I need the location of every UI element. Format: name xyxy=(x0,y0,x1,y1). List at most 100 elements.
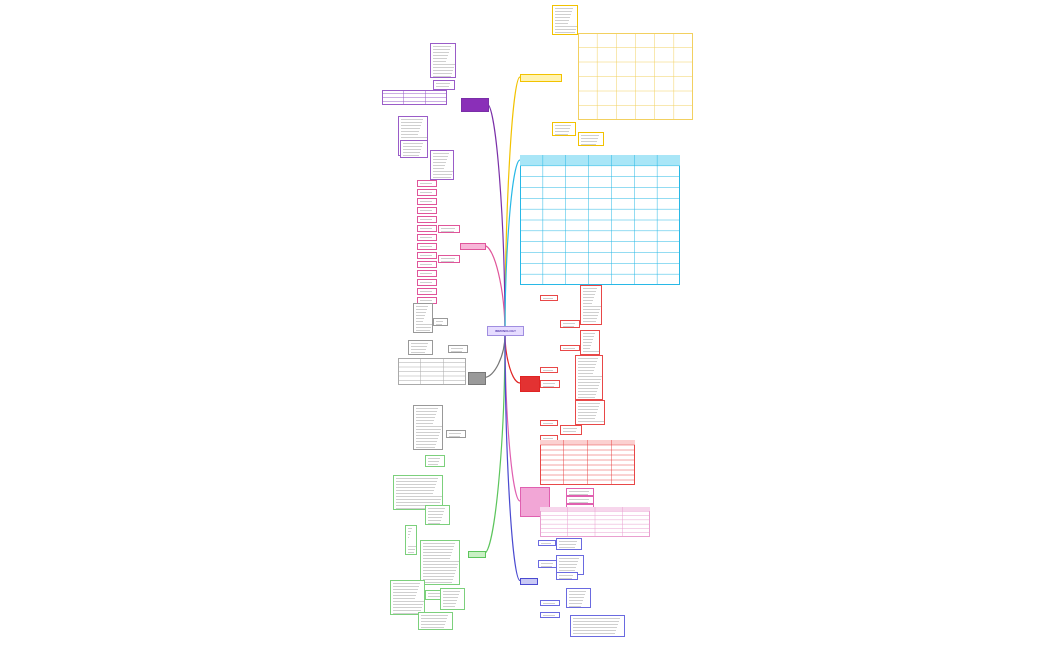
subtopic-box[interactable] xyxy=(417,207,437,214)
subtopic-box[interactable] xyxy=(540,420,558,426)
branch-node-pink[interactable] xyxy=(460,243,486,250)
subtopic-box[interactable] xyxy=(540,600,560,606)
subtopic-box[interactable] xyxy=(560,320,580,328)
subtopic-box[interactable] xyxy=(433,80,455,90)
subtopic-box[interactable] xyxy=(552,5,578,35)
subtopic-box[interactable] xyxy=(417,225,437,232)
branch-link-yellow xyxy=(504,76,521,335)
text-line xyxy=(433,73,452,74)
subtopic-box[interactable] xyxy=(408,340,433,355)
text-line xyxy=(573,621,619,622)
text-line xyxy=(573,624,618,625)
text-line xyxy=(428,520,441,521)
text-line xyxy=(403,146,422,147)
text-line xyxy=(401,125,421,126)
text-line xyxy=(578,370,594,371)
subtopic-box[interactable] xyxy=(430,43,456,78)
subtopic-box[interactable] xyxy=(413,405,443,450)
text-line xyxy=(433,61,446,62)
subtopic-box[interactable] xyxy=(448,345,468,353)
text-line xyxy=(420,201,432,202)
text-line xyxy=(416,309,427,310)
text-line xyxy=(555,128,570,129)
text-line xyxy=(443,597,458,598)
subtopic-box[interactable] xyxy=(417,216,437,223)
subtopic-box[interactable] xyxy=(400,140,428,158)
text-line xyxy=(421,615,448,616)
subtopic-box[interactable] xyxy=(417,279,437,286)
subtopic-box[interactable] xyxy=(560,345,580,351)
text-line xyxy=(569,597,584,598)
subtopic-box[interactable] xyxy=(438,225,460,233)
subtopic-box[interactable] xyxy=(540,612,560,618)
text-line xyxy=(441,228,455,229)
text-line xyxy=(578,409,598,410)
subtopic-box[interactable] xyxy=(413,303,433,333)
subtopic-box[interactable] xyxy=(433,318,448,326)
subtopic-box[interactable] xyxy=(393,475,443,510)
subtopic-box[interactable] xyxy=(575,355,603,400)
subtopic-box[interactable] xyxy=(560,425,582,435)
subtopic-box[interactable] xyxy=(538,540,556,546)
subtopic-box[interactable] xyxy=(438,255,460,263)
subtopic-box[interactable] xyxy=(418,612,453,630)
text-line xyxy=(578,394,596,395)
subtopic-box[interactable] xyxy=(566,588,591,608)
text-line xyxy=(401,137,427,138)
text-line xyxy=(423,564,458,565)
subtopic-box[interactable] xyxy=(417,288,437,295)
subtopic-box[interactable] xyxy=(417,243,437,250)
text-line xyxy=(578,415,596,416)
subtopic-box[interactable] xyxy=(420,540,460,585)
subtopic-box[interactable] xyxy=(417,198,437,205)
subtopic-box[interactable] xyxy=(580,285,602,325)
subtopic-box[interactable] xyxy=(556,538,582,550)
subtopic-box[interactable] xyxy=(425,505,450,525)
subtopic-box[interactable] xyxy=(538,560,558,568)
subtopic-box[interactable] xyxy=(566,488,594,496)
subtopic-box[interactable] xyxy=(430,150,454,180)
subtopic-box[interactable] xyxy=(570,615,625,637)
text-line xyxy=(578,397,595,398)
text-line xyxy=(578,379,601,380)
subtopic-box[interactable] xyxy=(575,400,605,425)
branch-node-purple[interactable] xyxy=(461,98,489,112)
subtopic-box[interactable] xyxy=(552,122,576,136)
subtopic-box[interactable] xyxy=(540,295,558,301)
branch-node-indigo[interactable] xyxy=(520,578,538,585)
text-line xyxy=(559,544,576,545)
subtopic-box[interactable] xyxy=(417,261,437,268)
subtopic-box[interactable] xyxy=(390,580,425,615)
text-line xyxy=(423,573,455,574)
subtopic-box[interactable] xyxy=(417,270,437,277)
text-line xyxy=(428,596,441,597)
subtopic-box[interactable] xyxy=(425,455,445,467)
text-line xyxy=(401,122,422,123)
text-line xyxy=(393,601,424,602)
subtopic-box[interactable] xyxy=(580,330,600,355)
subtopic-box[interactable] xyxy=(417,189,437,196)
subtopic-box[interactable] xyxy=(540,367,558,373)
subtopic-box[interactable] xyxy=(405,525,417,555)
subtopic-box[interactable] xyxy=(446,430,466,438)
subtopic-box[interactable] xyxy=(417,252,437,259)
subtopic-box[interactable] xyxy=(417,180,437,187)
text-line xyxy=(443,606,455,607)
text-line xyxy=(555,131,569,132)
branch-node-red[interactable] xyxy=(520,376,540,392)
text-line xyxy=(578,364,596,365)
text-line xyxy=(443,591,460,592)
subtopic-box[interactable] xyxy=(578,132,604,146)
green-image[interactable] xyxy=(440,588,465,610)
subtopic-box[interactable] xyxy=(417,234,437,241)
branch-node-yellow[interactable] xyxy=(520,74,562,82)
branch-link-gray xyxy=(483,333,506,379)
subtopic-box[interactable] xyxy=(540,380,560,388)
branch-node-green[interactable] xyxy=(468,551,486,558)
text-line xyxy=(420,192,432,193)
subtopic-box[interactable] xyxy=(556,572,578,580)
subtopic-box[interactable] xyxy=(566,496,594,504)
branch-node-gray[interactable] xyxy=(468,372,486,385)
central-topic[interactable]: IMMUNOLOGY xyxy=(487,326,524,336)
text-line xyxy=(559,547,575,548)
